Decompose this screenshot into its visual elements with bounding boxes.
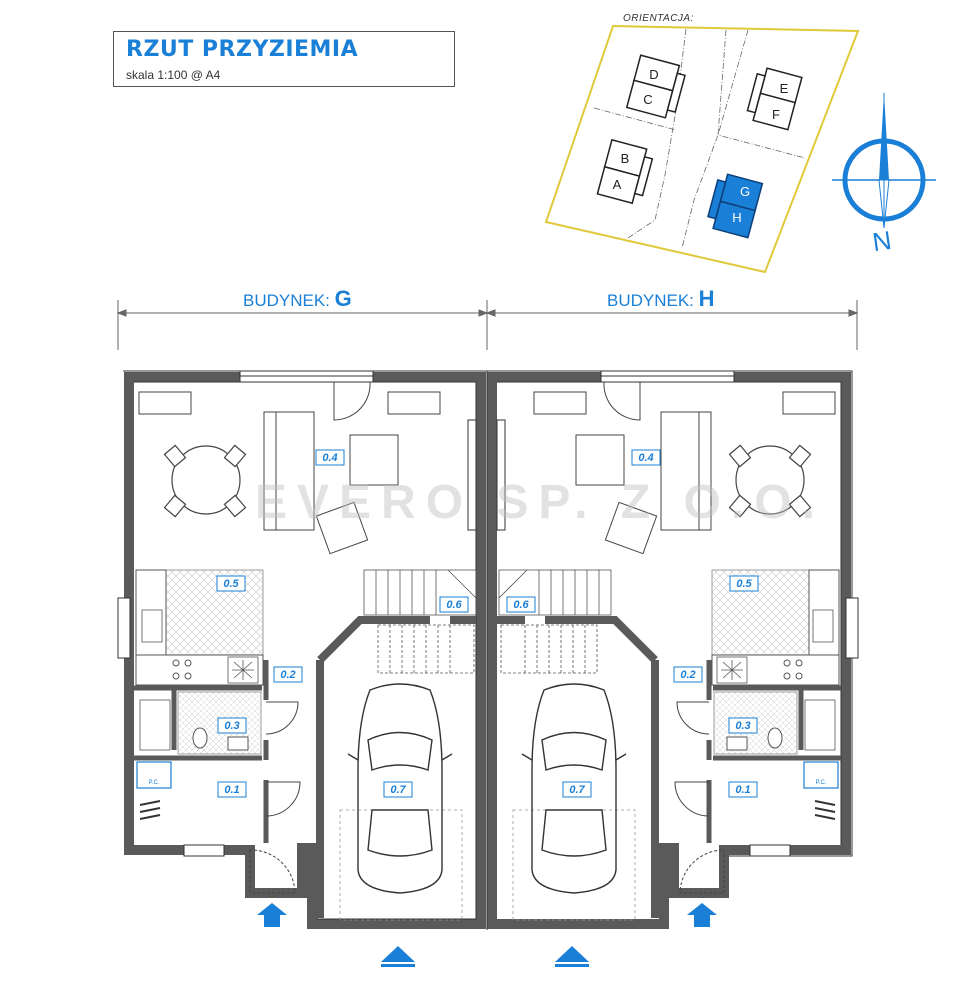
room-g-stairs: 0.6 bbox=[446, 599, 462, 611]
plot-e-letter: E bbox=[780, 81, 789, 96]
room-h-hall: 0.2 bbox=[680, 669, 695, 681]
room-g-garage: 0.7 bbox=[390, 784, 406, 796]
building-g-letter: G bbox=[334, 286, 352, 311]
entrance-arrows bbox=[257, 903, 717, 967]
plot-ba bbox=[596, 138, 654, 205]
plot-f-letter: F bbox=[772, 107, 780, 122]
garage-g bbox=[316, 616, 476, 921]
entrance-arrow-h-icon bbox=[687, 903, 717, 927]
garage-arrow-g-base bbox=[381, 964, 415, 967]
scale-label: skala 1:100 @ A4 bbox=[126, 68, 221, 82]
building-g-prefix: BUDYNEK: bbox=[243, 291, 335, 310]
boiler-g bbox=[136, 761, 172, 820]
sofa-h bbox=[575, 411, 712, 555]
room-g-living: 0.4 bbox=[322, 452, 337, 464]
room-h-bath: 0.3 bbox=[735, 720, 750, 732]
boiler-h-label: P.C. bbox=[816, 780, 827, 786]
garage-arrow-h-icon bbox=[555, 946, 589, 962]
room-h-kitchen: 0.5 bbox=[736, 578, 752, 590]
kitchen-g bbox=[135, 569, 264, 686]
plot-h-letter: H bbox=[732, 210, 741, 225]
kitchen-h bbox=[711, 569, 840, 686]
windows bbox=[117, 370, 859, 857]
plot-b-letter: B bbox=[621, 151, 630, 166]
room-g-hall: 0.2 bbox=[280, 669, 295, 681]
stairs-g bbox=[363, 569, 477, 674]
garage-arrow-g-icon bbox=[381, 946, 415, 962]
plot-ef bbox=[746, 67, 803, 131]
plot-dc bbox=[625, 54, 686, 119]
room-g-entry: 0.1 bbox=[224, 784, 239, 796]
room-g-kitchen: 0.5 bbox=[223, 578, 239, 590]
building-g-label: BUDYNEK: G bbox=[243, 286, 352, 312]
plot-c-letter: C bbox=[643, 92, 652, 107]
building-h-prefix: BUDYNEK: bbox=[607, 291, 699, 310]
room-labels: 0.4 0.5 0.6 0.2 0.3 0.1 0.7 0.4 0.5 0.6 … bbox=[149, 449, 827, 798]
boiler-g-label: P.C. bbox=[149, 780, 160, 786]
plot-a-letter: A bbox=[613, 177, 622, 192]
garage-arrow-h-base bbox=[555, 964, 589, 967]
entrance-arrow-g-icon bbox=[257, 903, 287, 927]
stairs-h bbox=[498, 569, 612, 674]
building-h-label: BUDYNEK: H bbox=[607, 286, 715, 312]
plot-gh bbox=[707, 173, 764, 239]
dining-table-g bbox=[163, 444, 247, 518]
room-h-stairs: 0.6 bbox=[513, 599, 529, 611]
title-box: RZUT PRZYZIEMIA skala 1:100 @ A4 bbox=[113, 31, 455, 87]
north-letter: N bbox=[870, 225, 893, 257]
room-h-entry: 0.1 bbox=[735, 784, 750, 796]
garage-h bbox=[497, 616, 659, 921]
room-h-garage: 0.7 bbox=[569, 784, 585, 796]
orientation-map: D C E F B A G H bbox=[544, 24, 860, 274]
boiler-h bbox=[803, 761, 839, 820]
doors bbox=[249, 381, 725, 894]
building-h-letter: H bbox=[698, 286, 715, 311]
room-g-bath: 0.3 bbox=[224, 720, 239, 732]
plot-g-letter: G bbox=[740, 184, 750, 199]
watermark: EVERO SP. Z O.O. bbox=[255, 476, 825, 529]
sofa-g bbox=[263, 411, 399, 555]
page-title: RZUT PRZYZIEMIA bbox=[126, 37, 359, 62]
dimension-lines bbox=[116, 300, 859, 350]
plot-d-letter: D bbox=[649, 67, 658, 82]
interior-walls-h bbox=[706, 660, 841, 843]
bathroom-h bbox=[713, 691, 836, 755]
north-arrow-icon: N bbox=[832, 93, 936, 257]
room-h-living: 0.4 bbox=[638, 452, 653, 464]
interior-walls-g bbox=[134, 660, 269, 843]
orientation-label: ORIENTACJA: bbox=[623, 13, 694, 24]
dining-table-h bbox=[728, 444, 812, 518]
